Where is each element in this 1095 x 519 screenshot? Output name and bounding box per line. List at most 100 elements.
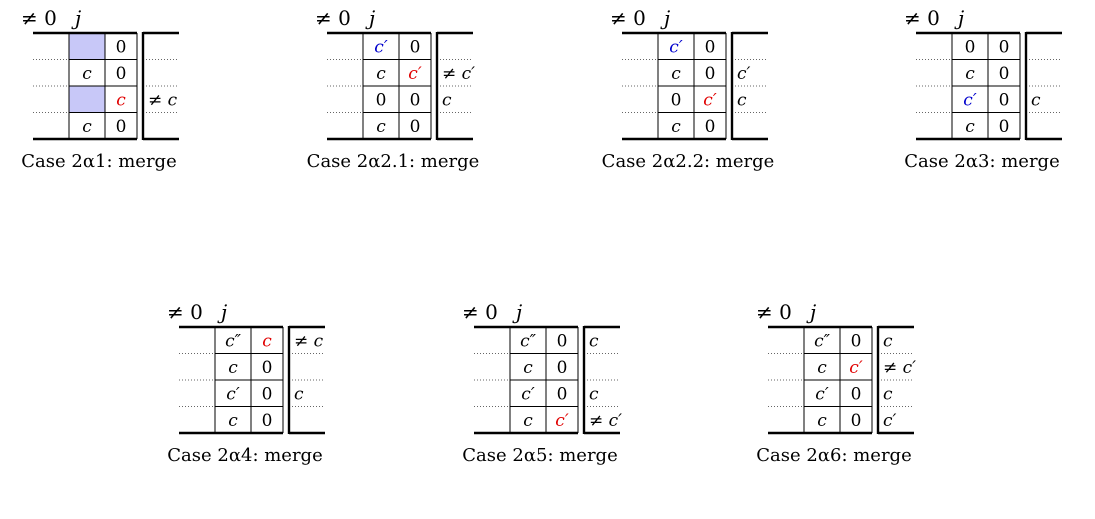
cell-col2: 0 [999, 37, 1010, 57]
cell-outside: c [737, 90, 747, 110]
cell-col1: c [228, 411, 238, 431]
cell-col1: 0 [376, 90, 387, 110]
cell-col2: c [262, 331, 272, 351]
cell-outside: ≠ c′ [442, 64, 475, 84]
cell-col2: 0 [116, 37, 127, 57]
cell-col2: 0 [262, 358, 273, 378]
case-caption: Case 2α2.2: merge [602, 151, 775, 172]
cell-outside: ≠ c [148, 90, 178, 110]
cell-col1: c [82, 64, 92, 84]
case-diagram-7: ≠ 0 j c″ 0 c c c′ ≠ c′ c′ 0 c c 0 c′ Case 2α6: merge [756, 300, 916, 466]
cell-col2: 0 [262, 411, 273, 431]
shaded-cell [69, 33, 105, 60]
cell-col1: c [376, 117, 386, 137]
cell-col1: c′ [815, 384, 829, 404]
header-j-label: j [954, 6, 964, 30]
case-caption: Case 2α4: merge [167, 445, 322, 466]
cell-col2: 0 [705, 37, 716, 57]
cell-outside: c [442, 90, 452, 110]
header-nonzero-label: ≠ 0 [756, 300, 792, 324]
cell-col2: 0 [116, 64, 127, 84]
cell-col2: 0 [851, 384, 862, 404]
cell-col1: c″ [520, 331, 537, 351]
case-diagram-6: ≠ 0 j c″ 0 c c 0 c′ 0 c c c′ ≠ c′ Case 2α5: merge [462, 300, 622, 466]
cell-col1: c [376, 64, 386, 84]
header-nonzero-label: ≠ 0 [610, 6, 646, 30]
cell-col2: 0 [851, 331, 862, 351]
cell-col1: c [671, 64, 681, 84]
cell-outside: ≠ c′ [883, 358, 916, 378]
cell-col1: c [965, 64, 975, 84]
case-caption: Case 2α6: merge [756, 445, 911, 466]
header-j-label: j [512, 300, 522, 324]
cell-col1: 0 [671, 90, 682, 110]
cell-col1: c [965, 117, 975, 137]
cell-outside: c [883, 384, 893, 404]
cell-outside: ≠ c′ [589, 411, 622, 431]
header-nonzero-label: ≠ 0 [315, 6, 351, 30]
cell-col2: 0 [410, 90, 421, 110]
header-j-label: j [806, 300, 816, 324]
cell-col2: c′ [849, 358, 863, 378]
cell-col2: 0 [705, 117, 716, 137]
cell-outside: c′ [883, 411, 897, 431]
case-caption: Case 2α1: merge [21, 151, 176, 172]
cell-outside: c [589, 331, 599, 351]
cell-col1: 0 [965, 37, 976, 57]
case-caption: Case 2α2.1: merge [307, 151, 480, 172]
cell-col2: c′ [408, 64, 422, 84]
cell-col1: c′ [226, 384, 240, 404]
cell-col1: c [671, 117, 681, 137]
cell-col2: 0 [262, 384, 273, 404]
header-nonzero-label: ≠ 0 [167, 300, 203, 324]
cell-col1: c″ [225, 331, 242, 351]
cell-outside: c′ [737, 64, 751, 84]
cell-col1: c′ [963, 90, 977, 110]
cell-col1: c [817, 411, 827, 431]
header-nonzero-label: ≠ 0 [21, 6, 57, 30]
cell-col2: c [116, 90, 126, 110]
cell-outside: c [294, 384, 304, 404]
case-caption: Case 2α5: merge [462, 445, 617, 466]
cell-col2: 0 [851, 411, 862, 431]
cell-col1: c [228, 358, 238, 378]
cell-outside: c [883, 331, 893, 351]
cell-col2: 0 [557, 358, 568, 378]
header-nonzero-label: ≠ 0 [904, 6, 940, 30]
cell-col1: c′ [669, 37, 683, 57]
header-nonzero-label: ≠ 0 [462, 300, 498, 324]
cell-outside: ≠ c [294, 331, 324, 351]
cell-col2: c′ [555, 411, 569, 431]
cell-col1: c [817, 358, 827, 378]
header-j-label: j [71, 6, 81, 30]
case-caption: Case 2α3: merge [904, 151, 1059, 172]
cell-outside: c [589, 384, 599, 404]
header-j-label: j [217, 300, 227, 324]
cell-col1: c [523, 358, 533, 378]
cell-col2: 0 [999, 64, 1010, 84]
cell-col1: c [523, 411, 533, 431]
cell-col1: c [82, 117, 92, 137]
cell-col2: 0 [999, 117, 1010, 137]
shaded-cell [69, 86, 105, 113]
cell-outside: c [1031, 90, 1041, 110]
cell-col1: c′ [374, 37, 388, 57]
cell-col2: 0 [410, 117, 421, 137]
cell-col2: 0 [116, 117, 127, 137]
cell-col2: 0 [557, 384, 568, 404]
cell-col1: c′ [521, 384, 535, 404]
cell-col2: 0 [410, 37, 421, 57]
cell-col2: 0 [999, 90, 1010, 110]
cell-col1: c″ [814, 331, 831, 351]
header-j-label: j [660, 6, 670, 30]
cell-col2: c′ [703, 90, 717, 110]
header-j-label: j [365, 6, 375, 30]
cell-col2: 0 [705, 64, 716, 84]
cell-col2: 0 [557, 331, 568, 351]
